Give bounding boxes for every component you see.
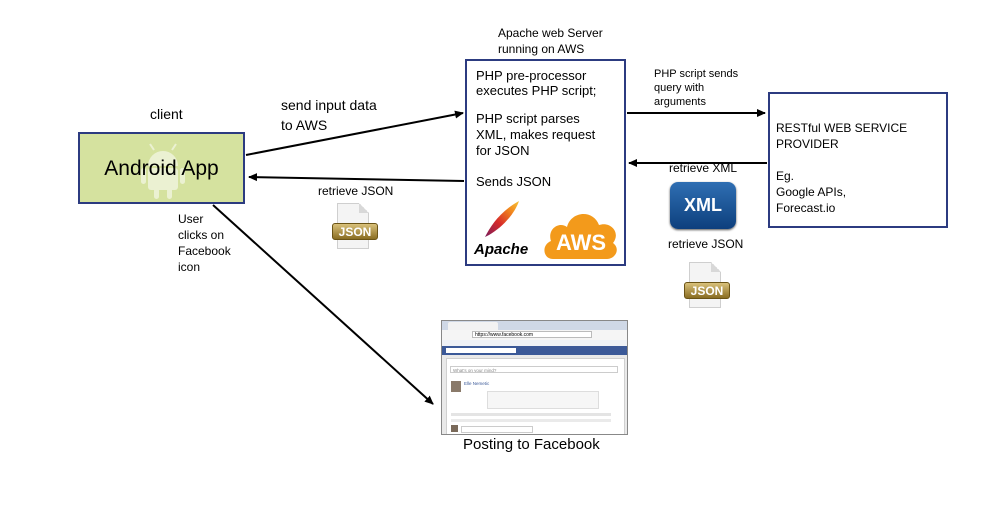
aws-logo-text: AWS (555, 230, 607, 255)
poster-name: Elle Nemetic (464, 381, 490, 386)
poster-avatar (451, 381, 461, 392)
php-sends-line3: arguments (654, 96, 706, 108)
retrieve-json-right-label: retrieve JSON (668, 237, 744, 251)
user-clicks-line3: Facebook (178, 244, 231, 258)
rest-line-3: Eg. (776, 169, 795, 183)
rest-line-4: Google APIs, (776, 185, 847, 199)
facebook-screenshot: https://www.facebook.com What's on your … (441, 320, 628, 435)
apache-logo-text: Apache (474, 241, 529, 258)
apache-feather-icon (485, 201, 519, 237)
php-sends-line2: query with (654, 82, 705, 94)
rest-line-1: RESTful WEB SERVICE (776, 121, 908, 135)
server-line-2: executes PHP script; (476, 83, 597, 98)
client-label: client (150, 106, 183, 122)
arrow-retrieve-json-to-app (248, 173, 465, 182)
json-tag-right: JSON (684, 282, 730, 299)
arrow-app-to-facebook (212, 204, 434, 405)
apache-server-title-line2: running on AWS (498, 42, 585, 56)
retrieve-xml-label: retrieve XML (669, 161, 738, 175)
bookmarks-bar (442, 340, 627, 346)
send-input-label-line1: send input data (281, 97, 377, 113)
php-sends-line1: PHP script sends (654, 68, 739, 80)
apache-server-box: PHP pre-processor executes PHP script; P… (465, 59, 626, 266)
retrieve-json-left-label: retrieve JSON (318, 184, 394, 198)
user-clicks-line4: icon (178, 260, 201, 274)
server-line-3: PHP script parses (476, 111, 580, 126)
send-input-label-line2: to AWS (281, 117, 328, 133)
facebook-feed: What's on your mind? Elle Nemetic (446, 358, 625, 434)
apache-server-title-line1: Apache web Server (498, 26, 603, 40)
server-line-4: XML, makes request (476, 127, 596, 142)
android-app-title: Android App (104, 157, 219, 180)
server-line-6: Sends JSON (476, 174, 552, 189)
server-line-1: PHP pre-processor (476, 68, 587, 83)
shared-link-card (487, 391, 599, 409)
browser-tabbar (442, 321, 627, 330)
restful-provider-box: RESTful WEB SERVICE PROVIDER Eg. Google … (768, 92, 948, 228)
aws-cloud-icon (544, 213, 617, 259)
server-line-5: for JSON (476, 143, 530, 158)
user-clicks-line2: clicks on (178, 228, 225, 242)
user-clicks-label: User clicks on Facebook icon (178, 211, 231, 275)
facebook-bluebar (442, 346, 627, 355)
rest-line-2: PROVIDER (776, 137, 839, 151)
json-tag-left: JSON (332, 223, 378, 240)
android-robot-icon (141, 143, 185, 199)
user-clicks-line1: User (178, 212, 204, 226)
json-file-icon-right: JSON (684, 262, 730, 310)
status-placeholder: What's on your mind? (450, 366, 618, 373)
rest-line-5: Forecast.io (776, 201, 836, 215)
android-app-box: Android App (78, 132, 245, 204)
xml-file-icon: XML (670, 182, 736, 229)
arrow-send-to-aws (245, 110, 464, 156)
json-file-icon-left: JSON (332, 203, 378, 251)
php-sends-label: PHP script sends query with arguments (654, 67, 738, 109)
posting-to-facebook-label: Posting to Facebook (463, 436, 600, 453)
address-text: https://www.facebook.com (472, 331, 592, 338)
